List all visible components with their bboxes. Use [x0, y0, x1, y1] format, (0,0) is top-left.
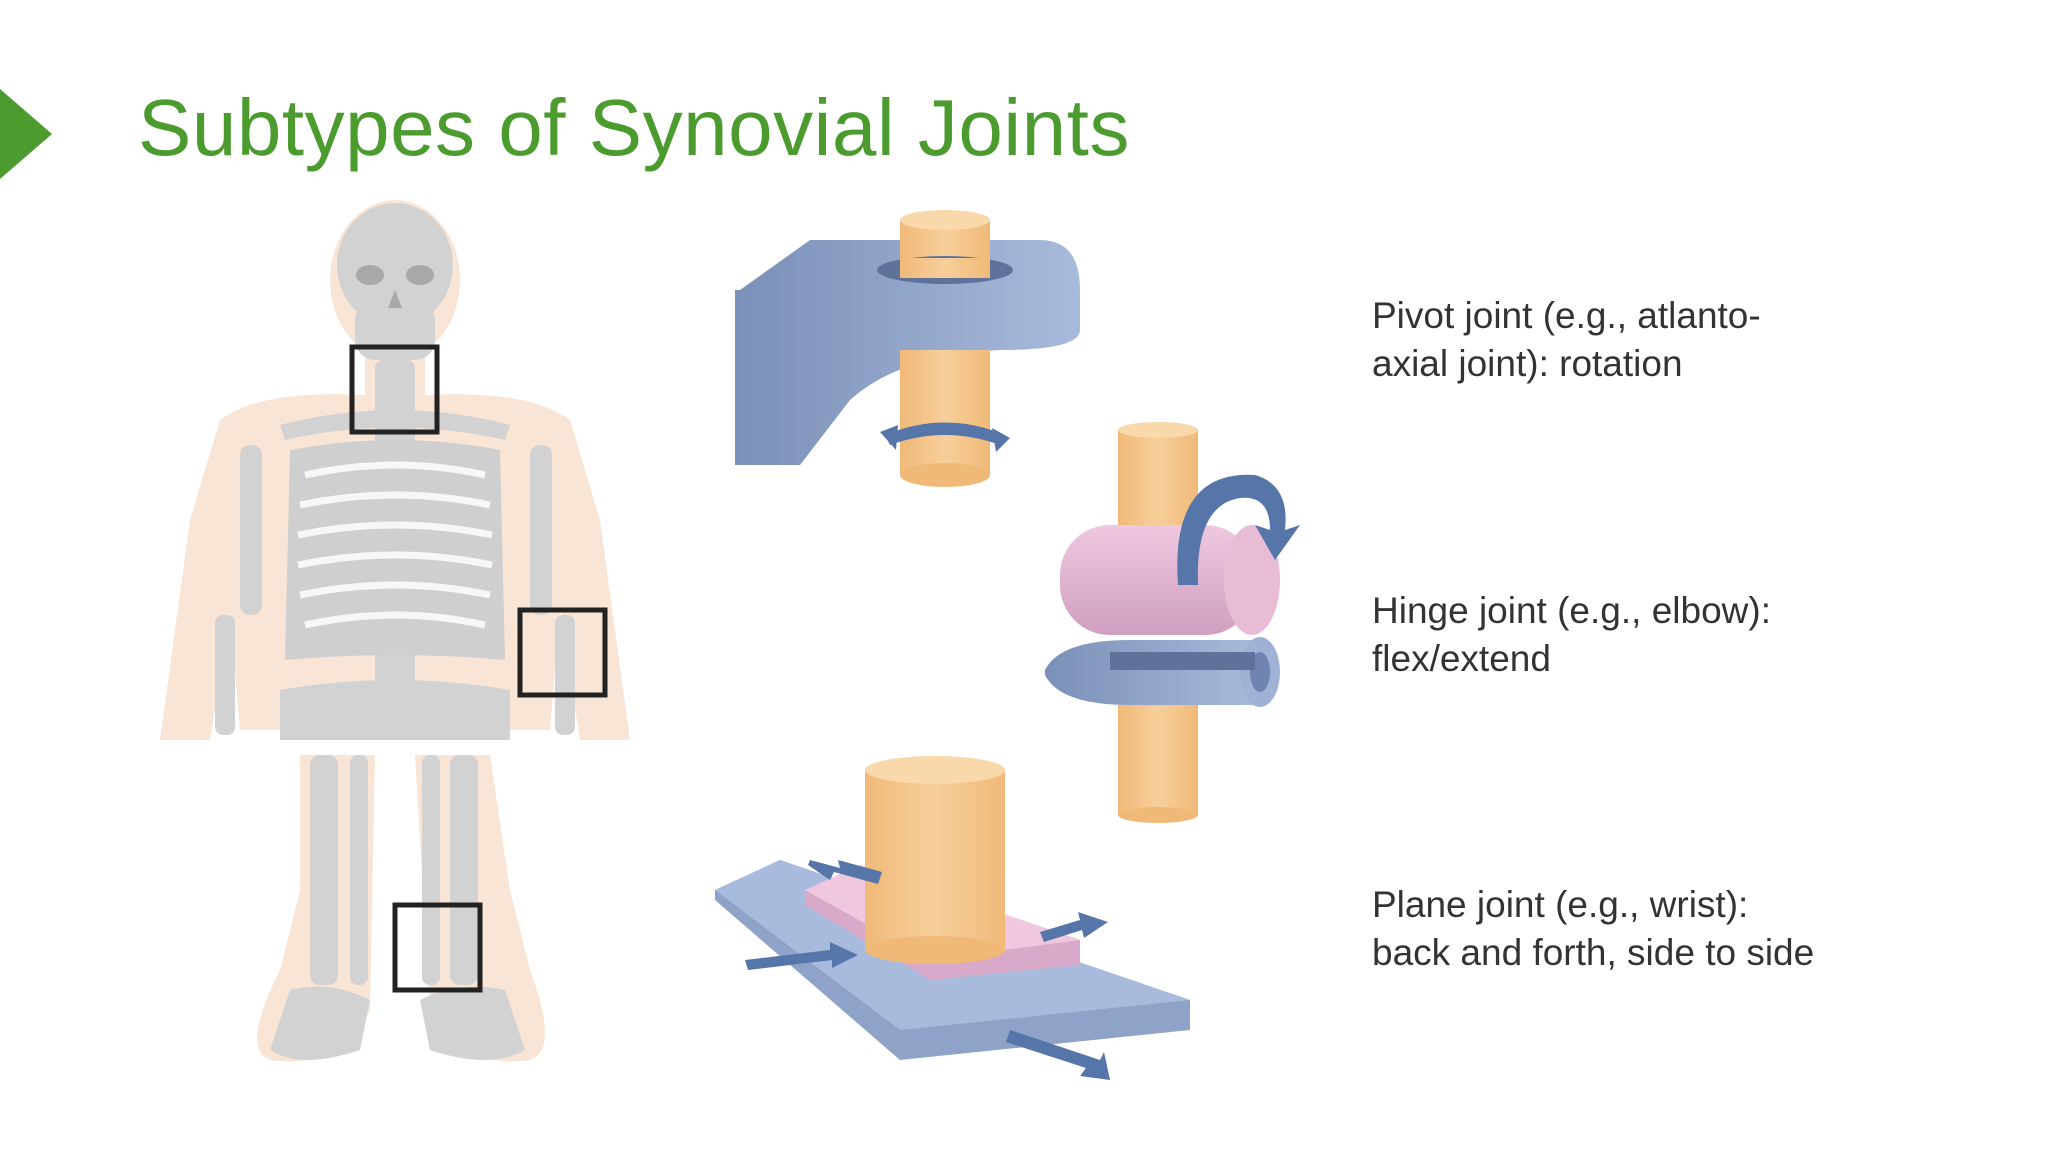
hinge-joint-label-line2: flex/extend: [1372, 638, 1551, 679]
plane-joint-diagram-icon: [715, 756, 1190, 1080]
hinge-joint-diagram-icon: [1045, 422, 1300, 823]
skeleton-figure-icon: [160, 200, 640, 1062]
plane-joint-label-line1: Plane joint (e.g., wrist):: [1372, 884, 1749, 925]
joint-diagrams: [715, 210, 1300, 1080]
hinge-joint-label: Hinge joint (e.g., elbow): flex/extend: [1372, 587, 1771, 683]
pivot-joint-diagram-icon: [735, 210, 1080, 487]
pivot-joint-label: Pivot joint (e.g., atlanto- axial joint)…: [1372, 292, 1761, 388]
hinge-joint-label-line1: Hinge joint (e.g., elbow):: [1372, 590, 1771, 631]
plane-joint-label: Plane joint (e.g., wrist): back and fort…: [1372, 881, 1814, 977]
slide-title: Subtypes of Synovial Joints: [138, 83, 1130, 172]
plane-joint-label-line2: back and forth, side to side: [1372, 932, 1815, 973]
pivot-joint-label-line1: Pivot joint (e.g., atlanto-: [1372, 295, 1761, 336]
slide-marker-icon: [0, 89, 52, 179]
pivot-joint-label-line2: axial joint): rotation: [1372, 343, 1683, 384]
